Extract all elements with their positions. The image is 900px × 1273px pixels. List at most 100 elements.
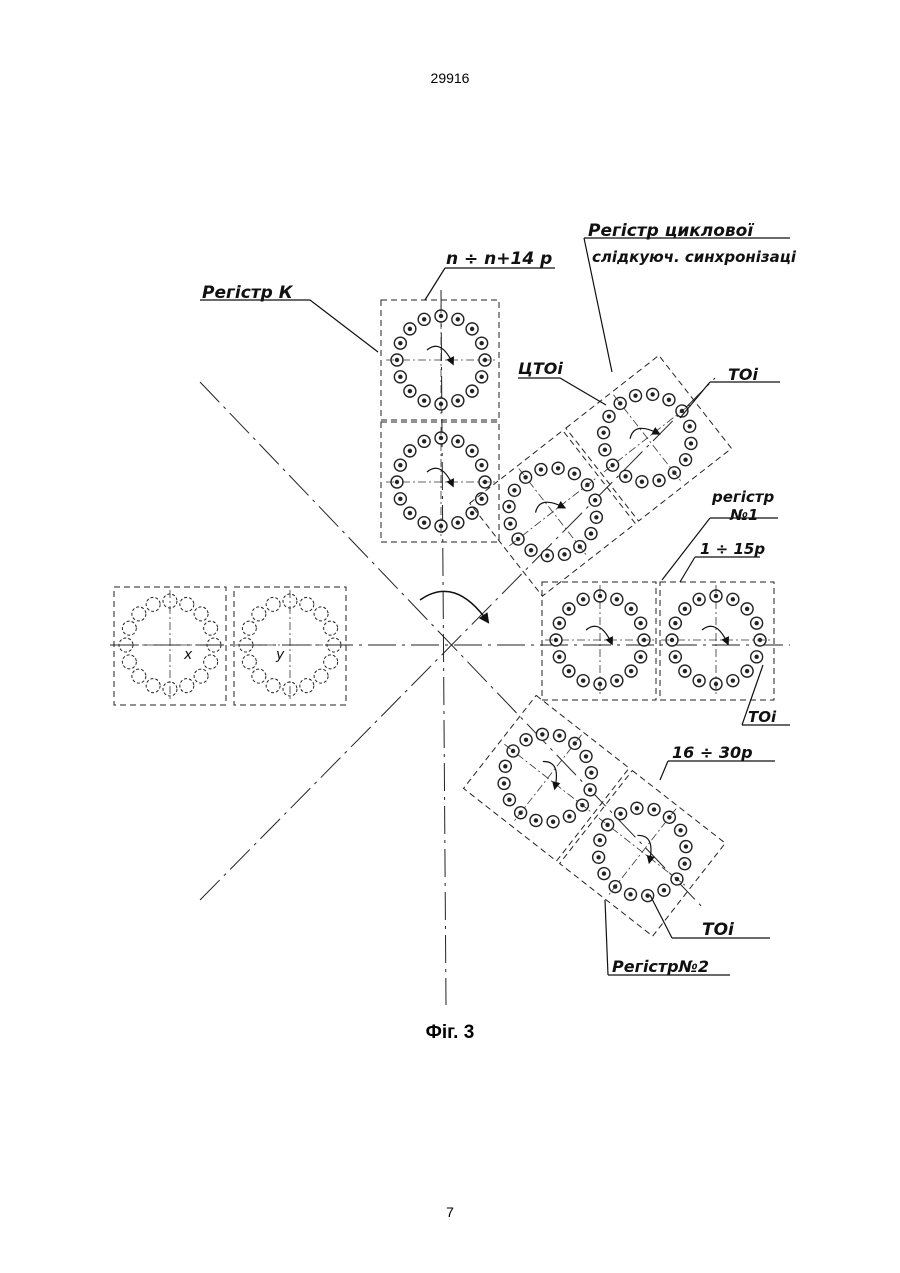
contact-circle [252,607,266,621]
contact-dot [398,497,402,501]
register-block-lower [463,695,725,936]
contact-dot [581,678,585,682]
contact-circle [300,679,314,693]
contact-circle [324,655,338,669]
left-axis-x-label: х [183,647,193,663]
label-range-bottom: 16 ÷ 30р [672,743,753,762]
contact-dot [683,607,687,611]
contact-dot [557,655,561,659]
contact-circle [146,597,160,611]
contact-circle [122,621,136,635]
contact-dot [629,607,633,611]
contact-dot [422,439,426,443]
contact-dot [456,317,460,321]
register-block-top [381,300,499,542]
contact-dot [697,597,701,601]
label-range-top: n ÷ n+14 р [446,249,552,269]
leader-lines [200,238,790,975]
contact-dot [479,375,483,379]
contact-circle [204,655,218,669]
contact-dot [754,621,758,625]
contact-dot [456,520,460,524]
label-toi-mid: ТОі [748,708,777,726]
contact-dot [745,607,749,611]
label-register-k: Регістр К [202,283,294,303]
contact-dot [408,327,412,331]
left-axis-y-label: у [275,647,285,663]
contact-dot [697,678,701,682]
contact-dot [615,678,619,682]
label-register-1-line1: регістр [711,488,774,506]
label-range-mid: 1 ÷ 15р [700,540,765,558]
contact-dot [673,621,677,625]
contact-dot [567,607,571,611]
contact-circle [266,679,280,693]
contact-dot [422,398,426,402]
ring-rotation-arrow [702,626,728,644]
contact-dot [557,621,561,625]
label-ctoi: ЦТОі [518,359,563,378]
contact-circle [252,669,266,683]
contact-dot [638,621,642,625]
contact-dot [408,449,412,453]
contact-dot [754,655,758,659]
contact-circle [266,597,280,611]
contact-dot [731,597,735,601]
ring-rotation-arrow [534,759,565,789]
label-register-1-line2: №1 [729,506,758,524]
contact-dot [422,520,426,524]
label-register-2: Регістр№2 [612,957,709,976]
contact-circle [314,607,328,621]
contact-dot [479,463,483,467]
contact-dot [456,398,460,402]
label-register-sync-line2: слідкуюч. синхронізаці [592,248,797,266]
center-rotation-arrow [420,591,488,622]
diagonal-axis-1 [200,382,705,910]
page-number: 7 [0,1204,900,1220]
contact-dot [398,341,402,345]
contact-circle [146,679,160,693]
contact-circle [194,669,208,683]
register-block-right [542,582,774,700]
contact-dot [615,597,619,601]
contact-dot [470,327,474,331]
contact-dot [479,497,483,501]
contact-dot [408,511,412,515]
contact-dot [398,463,402,467]
contact-dot [745,669,749,673]
contact-dot [470,511,474,515]
contact-dot [567,669,571,673]
register-block-upper-right [470,355,732,596]
contact-dot [683,669,687,673]
contact-circle [132,607,146,621]
contact-circle [314,669,328,683]
contact-circle [324,621,338,635]
contact-dot [398,375,402,379]
contact-dot [629,669,633,673]
ring-rotation-arrow [586,626,612,644]
contact-dot [470,449,474,453]
contact-dot [638,655,642,659]
ring-rotation-arrow [427,346,453,364]
figure-caption: Фіг. 3 [0,1022,900,1044]
contact-dot [673,655,677,659]
register-block-left [114,587,346,705]
vertical-axis [441,290,446,1005]
ring-rotation-arrow [427,468,453,486]
contact-dot [456,439,460,443]
contact-circle [180,597,194,611]
contact-dot [479,341,483,345]
contact-circle [300,597,314,611]
contact-dot [422,317,426,321]
contact-circle [180,679,194,693]
contact-dot [470,389,474,393]
contact-circle [204,621,218,635]
label-register-sync-line1: Регістр циклової [588,221,754,241]
ring-rotation-arrow [533,494,564,524]
contact-circle [132,669,146,683]
contact-circle [242,621,256,635]
contact-dot [731,678,735,682]
label-toi-top: ТОі [728,365,759,384]
ring-rotation-arrow [628,420,659,450]
